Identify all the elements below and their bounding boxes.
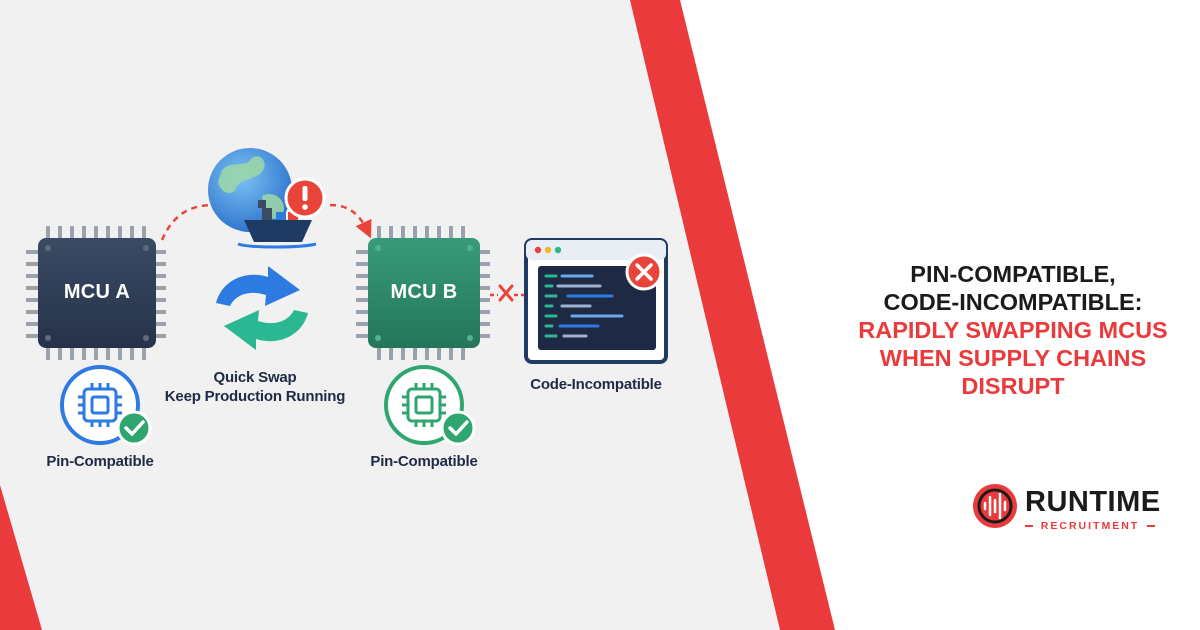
red-diagonal-band <box>630 0 835 630</box>
logo-tagline: RECRUITMENT <box>1040 520 1140 532</box>
headline-line-4: When Supply Chains <box>879 345 1147 371</box>
mcu-b-label: MCU B <box>390 281 458 303</box>
pin-compatible-badge-b <box>384 365 476 446</box>
check-icon <box>116 410 152 446</box>
headline-line-1: Pin-Compatible, <box>910 261 1116 287</box>
headline-line-5: Disrupt <box>961 373 1065 399</box>
swap-caption-line2: Keep Production Running <box>164 388 346 405</box>
mcu-a-chip <box>26 226 166 360</box>
mcu-a-label: MCU A <box>63 281 131 303</box>
headline: Pin-Compatible, Code-Incompatible: Rapid… <box>848 260 1178 400</box>
swap-arrows-icon <box>216 266 308 350</box>
mcu-b-chip <box>356 226 490 360</box>
pin-compatible-caption-b: Pin-Compatible <box>370 453 478 470</box>
supply-route-right <box>329 203 372 239</box>
code-window-icon <box>524 238 668 364</box>
supply-route-left <box>160 203 216 241</box>
headline-line-2: Code-Incompatible: <box>883 289 1143 315</box>
chip-icon <box>78 383 122 427</box>
code-incompatible-caption: Code-Incompatible <box>530 376 662 393</box>
swap-caption-line1: Quick Swap <box>213 369 297 386</box>
error-icon <box>625 253 663 291</box>
runtime-logo-mark <box>973 484 1017 528</box>
check-icon <box>440 410 476 446</box>
red-corner-band <box>0 485 42 630</box>
x-mark-icon <box>490 284 524 302</box>
logo-name: RUNTIME <box>1025 486 1161 518</box>
pin-compatible-badge-a <box>60 365 152 446</box>
alert-icon <box>284 177 326 219</box>
pin-compatible-caption-a: Pin-Compatible <box>46 453 154 470</box>
ship-icon <box>237 200 317 249</box>
swap-caption: Quick Swap Keep Production Running <box>160 368 350 406</box>
chip-icon <box>402 383 446 427</box>
headline-line-3: Rapidly Swapping MCUs <box>858 317 1168 343</box>
